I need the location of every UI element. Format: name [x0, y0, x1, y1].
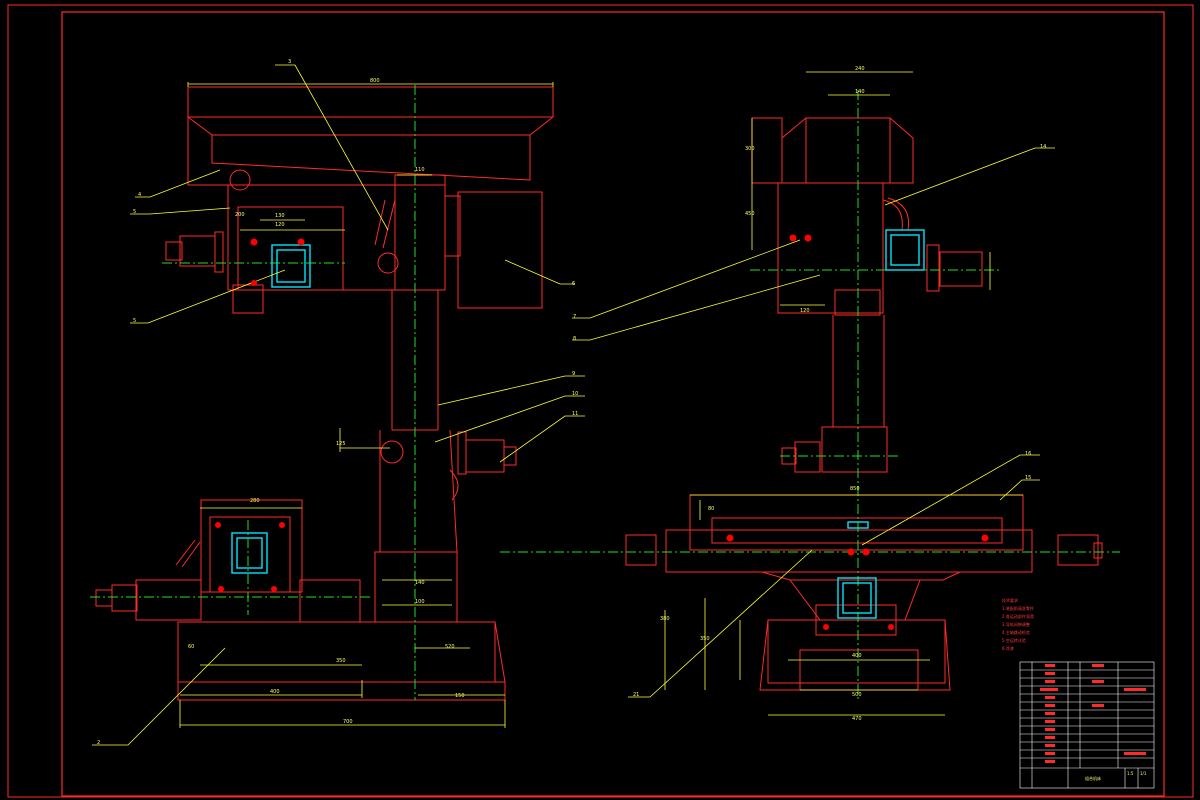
dim-right-450: 450 — [745, 211, 755, 217]
dim-right-500: 500 — [852, 692, 862, 698]
dim-left-700: 700 — [343, 719, 353, 725]
leader-3: 3 — [288, 59, 291, 65]
tech-req-line-5: 4.主轴跳动检验 — [1002, 629, 1030, 635]
leader-11: 11 — [572, 411, 578, 417]
title-block — [1019, 661, 1155, 789]
drawing-sheet: 1/1 — [1140, 771, 1147, 776]
right-leaders — [572, 147, 1055, 698]
tech-req-line-6: 5.空运转试验 — [1002, 637, 1026, 643]
leader-14: 14 — [1040, 144, 1046, 150]
dim-left-60: 60 — [188, 644, 194, 650]
left-centerlines — [90, 85, 416, 700]
dim-right-850: 850 — [850, 486, 860, 492]
left-dimensions — [179, 82, 554, 728]
dim-left-200: 200 — [235, 212, 245, 218]
title-block-fills — [1040, 664, 1146, 763]
dim-right-300: 300 — [745, 146, 755, 152]
dim-right-380: 380 — [660, 616, 670, 622]
tech-req-line-4: 3.导轨间隙调整 — [1002, 621, 1030, 627]
leader-5a: 5 — [133, 209, 136, 215]
dim-left-140: 140 — [415, 580, 425, 586]
dim-right-400: 400 — [852, 653, 862, 659]
leader-5b: 5 — [133, 318, 136, 324]
tech-requirements-note: 技术要求 1.装配前清洗零件 2.各运动部件润滑 3.导轨间隙调整 4.主轴跳动… — [1002, 597, 1034, 651]
dim-top-width: 800 — [370, 78, 380, 84]
leader-21: 21 — [633, 692, 639, 698]
left-dim-labels: 800 110 130 120 200 140 100 280 60 350 4… — [188, 78, 465, 725]
dim-right-120: 120 — [800, 308, 810, 314]
drawing-name: 组合机床 — [1085, 775, 1101, 781]
leader-10: 10 — [572, 391, 578, 397]
leader-16: 16 — [1025, 451, 1031, 457]
leader-7: 7 — [573, 314, 576, 320]
left-cyan-components — [231, 244, 311, 574]
dim-left-150: 150 — [455, 693, 465, 699]
right-markers — [726, 234, 989, 630]
dim-left-350: 350 — [336, 658, 346, 664]
title-block-text: 组合机床 1:5 1/1 — [1085, 771, 1147, 781]
leader-4: 4 — [138, 192, 141, 198]
dim-right-240: 240 — [855, 66, 865, 72]
dim-left-110: 110 — [415, 167, 425, 173]
drawing-scale: 1:5 — [1127, 771, 1134, 776]
tech-req-line-3: 2.各运动部件润滑 — [1002, 613, 1034, 619]
dim-right-80: 80 — [708, 506, 714, 512]
leader-9: 9 — [572, 371, 575, 377]
left-leaders — [92, 64, 585, 746]
sheet-border — [7, 4, 1194, 798]
tech-req-line-2: 1.装配前清洗零件 — [1002, 605, 1034, 611]
dim-right-350: 350 — [700, 636, 710, 642]
right-cyan-components — [837, 229, 925, 619]
dim-right-140: 140 — [855, 89, 865, 95]
tech-req-line-1: 技术要求 — [1002, 597, 1018, 603]
right-dimensions — [664, 71, 1023, 716]
left-markers — [215, 238, 305, 592]
dim-left-130: 130 — [275, 213, 285, 219]
dim-left-280: 280 — [250, 498, 260, 504]
right-dim-labels: 240 140 300 120 450 850 400 500 470 380 … — [660, 66, 865, 722]
dim-left-120: 120 — [275, 222, 285, 228]
dim-right-470: 470 — [852, 716, 862, 722]
leader-2: 2 — [97, 740, 100, 746]
dim-left-520: 520 — [445, 644, 455, 650]
leader-6: 6 — [572, 281, 575, 287]
tech-req-line-7: 6.涂漆 — [1002, 645, 1014, 651]
dim-left-100: 100 — [415, 599, 425, 605]
leader-15: 15 — [1025, 475, 1031, 481]
right-leader-labels: 14 7 8 15 16 21 — [573, 144, 1046, 698]
left-leader-labels: 3 4 5 5 6 9 10 11 2 — [97, 59, 578, 746]
leader-8: 8 — [573, 336, 576, 342]
dim-left-125: 125 — [336, 441, 346, 447]
dim-left-400: 400 — [270, 689, 280, 695]
left-elevation-view — [95, 86, 554, 701]
